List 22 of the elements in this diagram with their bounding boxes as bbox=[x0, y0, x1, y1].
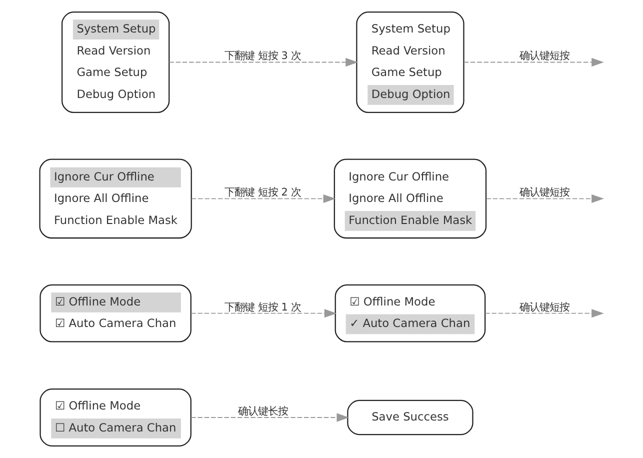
node-box: Ignore Cur Offline Ignore All Offline Function Enable Mask bbox=[334, 158, 487, 239]
edge-label: 确认键短按 bbox=[519, 186, 570, 199]
edge-label: 确认键短按 bbox=[519, 50, 570, 62]
arrow bbox=[463, 58, 604, 67]
node-box: ☑ Offline Mode ☐ Auto Camera Chan bbox=[40, 388, 192, 447]
arrow bbox=[486, 194, 604, 203]
node-box: Ignore Cur Offline Ignore All Offline Function Enable Mask bbox=[39, 158, 192, 239]
node-box: System Setup Read Version Game Setup Debug Option bbox=[61, 11, 170, 114]
edge-label: 确认键长按 bbox=[238, 405, 288, 418]
arrow bbox=[190, 309, 337, 318]
edge-label: 下翻键 短按 3 次 bbox=[224, 50, 302, 62]
edge-label: 确认键短按 bbox=[519, 301, 570, 314]
node-box: System Setup Read Version Game Setup Debug Option bbox=[356, 11, 464, 114]
node-box: Save Success bbox=[347, 400, 474, 436]
arrow bbox=[168, 58, 358, 67]
node-box: ☑ Offline Mode ☑ Auto Camera Chan bbox=[40, 284, 192, 342]
edge-label: 下翻键 短按 2 次 bbox=[224, 186, 302, 199]
arrow bbox=[191, 194, 336, 203]
arrow bbox=[484, 309, 604, 318]
node-box: ☑ Offline Mode ✓ Auto Camera Chan bbox=[334, 284, 486, 342]
arrow bbox=[190, 413, 350, 422]
edge-label: 下翻键 短按 1 次 bbox=[224, 301, 302, 314]
